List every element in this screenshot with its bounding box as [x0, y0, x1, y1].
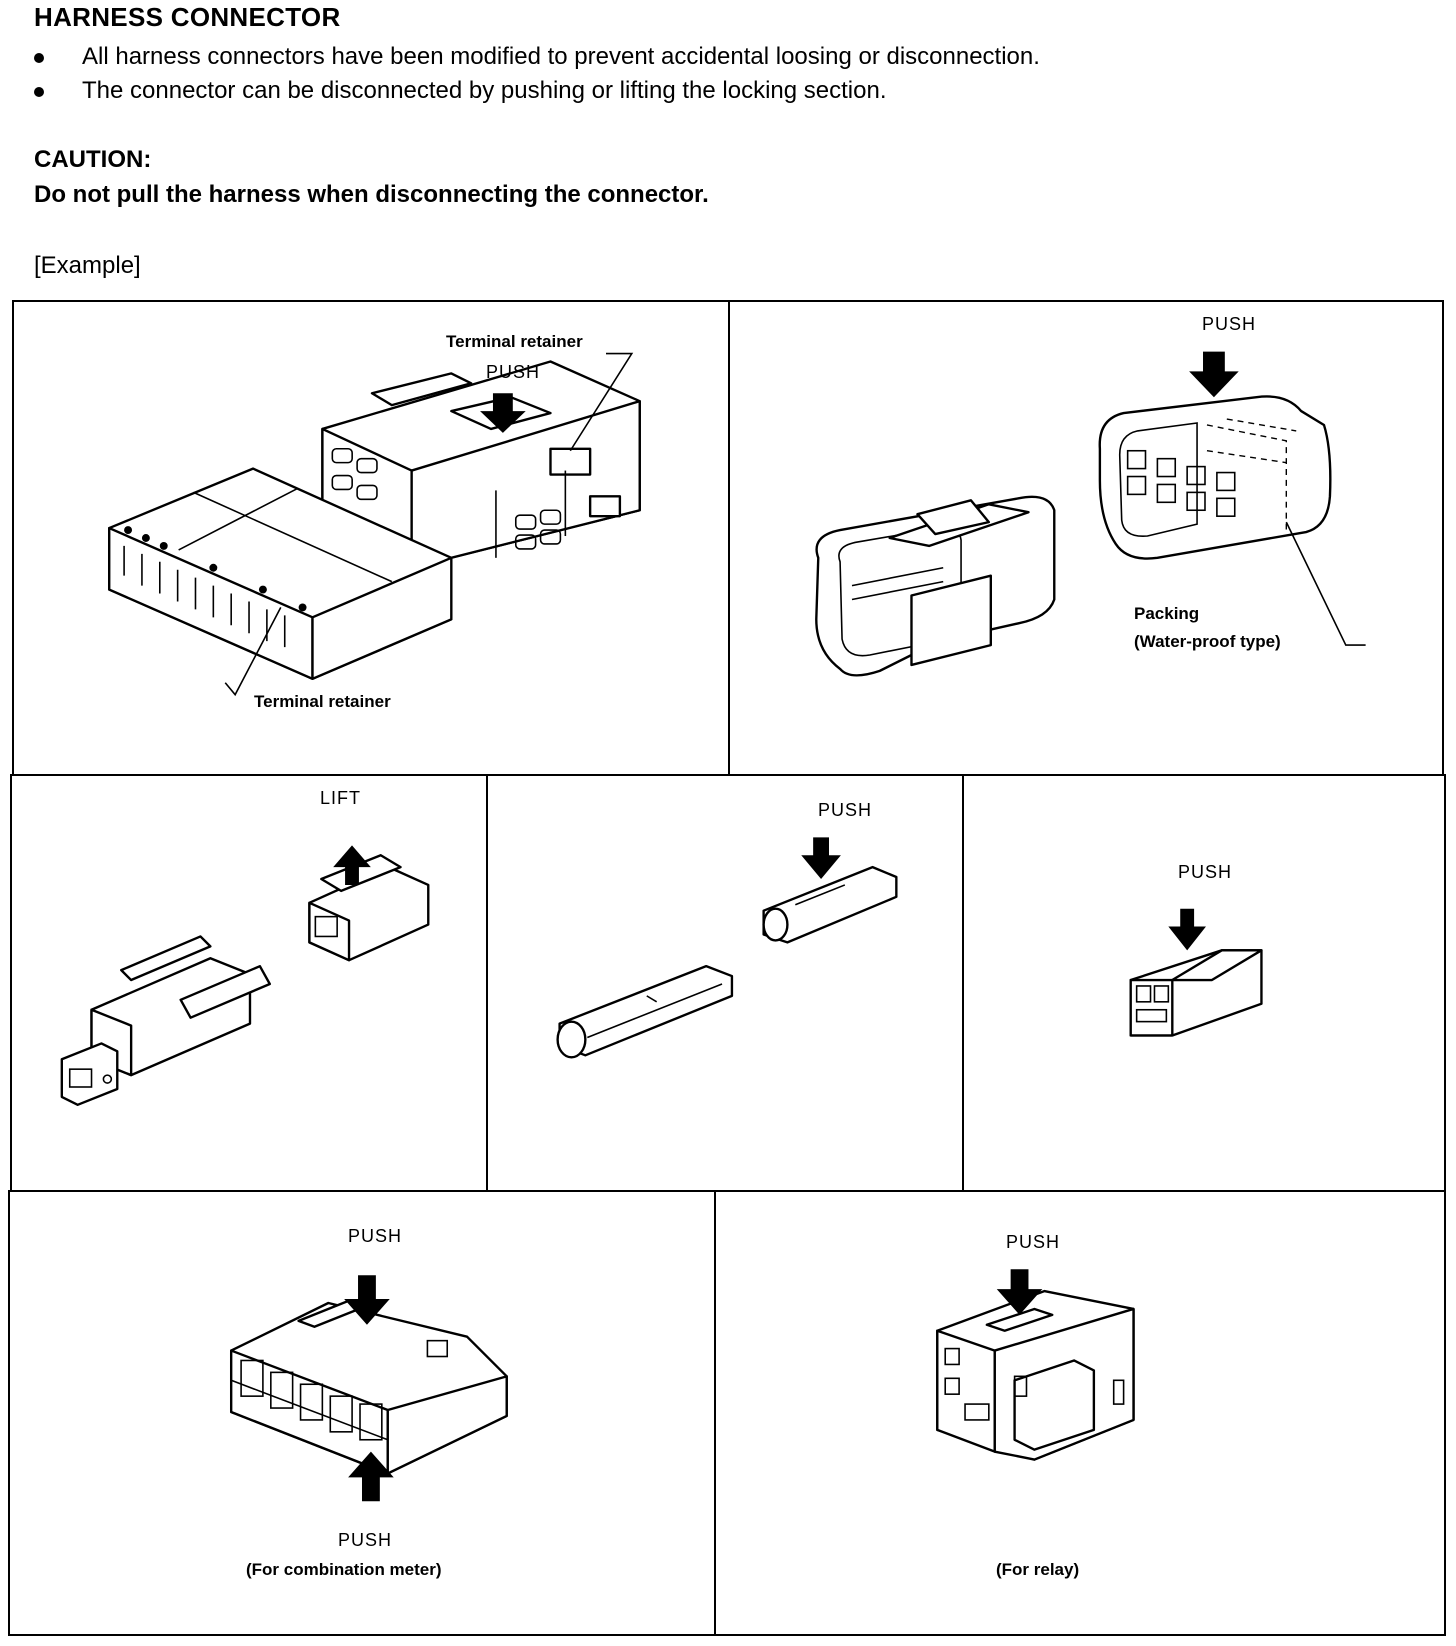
panel-combination-meter: PUSH PUSH (For combination meter)	[8, 1190, 716, 1636]
push-arrow-icon	[348, 1451, 394, 1502]
bullet-item: All harness connectors have been modifie…	[30, 40, 1040, 74]
panel-lift: LIFT	[10, 774, 488, 1192]
lift-arrow-icon	[333, 845, 371, 885]
push-arrow-icon	[480, 393, 526, 433]
label-terminal-retainer-top: Terminal retainer	[446, 332, 583, 351]
label-water-proof: (Water-proof type)	[1134, 632, 1281, 651]
push-arrow-icon	[801, 837, 841, 880]
push-arrow-icon	[996, 1269, 1043, 1315]
label-packing: Packing	[1134, 604, 1200, 623]
label-terminal-retainer-bottom: Terminal retainer	[254, 692, 391, 711]
push-arrow-icon	[344, 1275, 390, 1325]
label-push: PUSH	[1202, 314, 1257, 334]
label-push: PUSH	[486, 362, 541, 382]
caption-relay: (For relay)	[996, 1560, 1080, 1579]
connector-illustration	[1129, 908, 1263, 1037]
page-title: HARNESS CONNECTOR	[34, 2, 341, 32]
bullet-list: All harness connectors have been modifie…	[30, 40, 1040, 108]
panel-push-small: PUSH	[486, 774, 964, 1192]
connector-illustration	[229, 1275, 508, 1502]
label-push-bottom: PUSH	[338, 1530, 393, 1550]
connector-illustration	[108, 352, 641, 697]
caution-text: Do not pull the harness when disconnecti…	[34, 181, 709, 208]
panel-push-square: PUSH	[962, 774, 1446, 1192]
bullet-item: The connector can be disconnected by pus…	[30, 74, 1040, 108]
panel-terminal-retainer: Terminal retainer PUSH Terminal retainer	[12, 300, 730, 776]
label-push-top: PUSH	[348, 1226, 403, 1246]
push-arrow-icon	[1168, 908, 1206, 951]
label-lift: LIFT	[320, 788, 362, 808]
panel-water-proof: PUSH Packing (Water-proof type)	[728, 300, 1444, 776]
example-label: [Example]	[34, 252, 141, 279]
panel-relay: PUSH (For relay)	[714, 1190, 1446, 1636]
label-push: PUSH	[1006, 1232, 1061, 1252]
connector-illustration	[936, 1269, 1135, 1461]
connector-illustration	[556, 837, 898, 1059]
connector-illustration	[60, 845, 430, 1107]
push-arrow-icon	[1189, 351, 1239, 398]
connector-illustration	[815, 351, 1366, 677]
caution-heading: CAUTION:	[34, 146, 152, 173]
label-push: PUSH	[1178, 862, 1233, 882]
label-push: PUSH	[818, 800, 873, 820]
caption-combination-meter: (For combination meter)	[246, 1560, 442, 1579]
